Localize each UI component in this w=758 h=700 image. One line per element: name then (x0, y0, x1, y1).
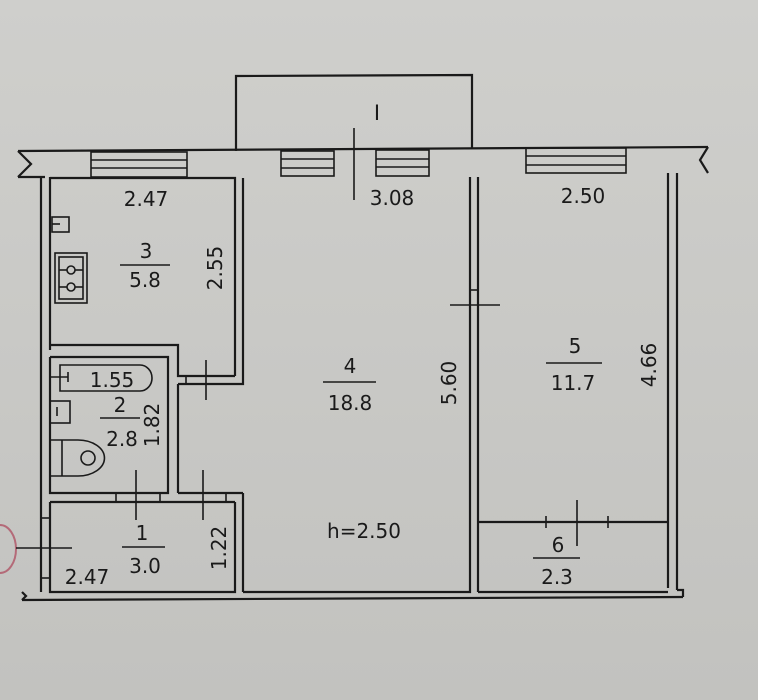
ceiling-height: h=2.50 (327, 519, 401, 543)
kitchen-depth: 2.55 (203, 246, 227, 291)
bathroom-number: 2 (114, 393, 127, 417)
living-width: 3.08 (370, 186, 415, 210)
bathtub-icon (59, 364, 153, 392)
window-kitchen (90, 151, 188, 178)
window-living-left (280, 150, 335, 177)
room-bedroom (478, 500, 668, 594)
living-number: 4 (344, 354, 357, 378)
toilet-icon (49, 439, 106, 477)
bedroom-depth: 4.66 (637, 343, 661, 388)
closet-area: 2.3 (541, 565, 573, 589)
outer-wall-right (666, 173, 679, 590)
stove-icon (54, 252, 88, 304)
balcony (234, 73, 474, 151)
living-depth: 5.60 (437, 361, 461, 406)
kitchen-area: 5.8 (129, 268, 161, 292)
room-hallway (16, 493, 245, 594)
washbasin-icon (49, 400, 71, 424)
window-bedroom (525, 147, 627, 174)
outer-wall-bottom (21, 588, 685, 602)
kitchen-number: 3 (140, 239, 153, 263)
room-kitchen (50, 176, 245, 400)
balcony-door (353, 128, 430, 200)
hall-depth: 1.22 (207, 526, 231, 571)
kitchen-width: 2.47 (124, 187, 169, 211)
bedroom-number: 5 (569, 334, 582, 358)
bathroom-area: 2.8 (106, 427, 138, 451)
balcony-label: I (374, 101, 380, 125)
outer-wall-left (39, 177, 52, 592)
bedroom-width: 2.50 (561, 184, 606, 208)
bedroom-area: 11.7 (551, 371, 596, 395)
partition-bath-hall (50, 384, 243, 520)
stamp-mark (0, 524, 17, 574)
hallway-area: 3.0 (129, 554, 161, 578)
room-bathroom (48, 355, 170, 520)
bath-depth: 1.82 (140, 403, 164, 448)
closet-number: 6 (552, 533, 565, 557)
hallway-number: 1 (136, 521, 149, 545)
hall-width: 2.47 (65, 565, 110, 589)
bath-width: 1.55 (90, 368, 135, 392)
living-area: 18.8 (328, 391, 373, 415)
